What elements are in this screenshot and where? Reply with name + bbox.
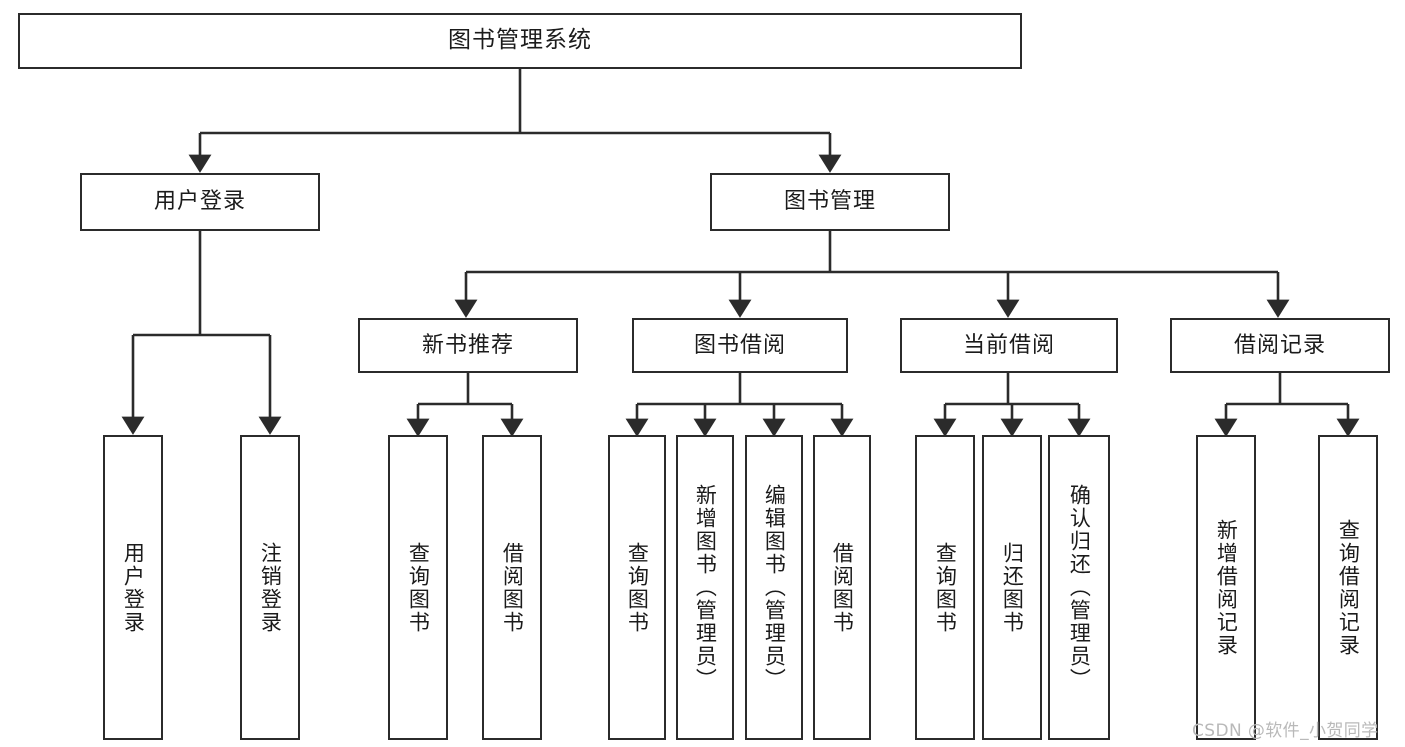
leaf-new-book-recommend-0[interactable]: 查询图书 <box>388 435 448 740</box>
node-borrow-record-label: 借阅记录 <box>1233 332 1326 358</box>
leaf-new-book-recommend-0-label: 查询图书 <box>406 541 431 634</box>
leaf-borrow-record-0-label: 新增借阅记录 <box>1214 518 1239 657</box>
leaf-book-borrow-0[interactable]: 查询图书 <box>608 435 666 740</box>
leaf-book-borrow-2-label: 编辑图书（管理员） <box>762 484 787 691</box>
leaf-current-borrow-0[interactable]: 查询图书 <box>915 435 975 740</box>
node-book-management-label: 图书管理 <box>783 189 876 215</box>
node-borrow-record[interactable]: 借阅记录 <box>1170 318 1390 373</box>
leaf-user-login-0[interactable]: 用户登录 <box>103 435 163 740</box>
leaf-borrow-record-0[interactable]: 新增借阅记录 <box>1196 435 1256 740</box>
leaf-user-login-1-label: 注销登录 <box>258 541 283 634</box>
node-user-login-label: 用户登录 <box>153 189 246 215</box>
csdn-watermark: CSDN @软件_小贺同学 <box>1192 721 1379 741</box>
node-book-management[interactable]: 图书管理 <box>710 173 950 231</box>
leaf-book-borrow-3[interactable]: 借阅图书 <box>813 435 871 740</box>
leaf-borrow-record-1-label: 查询借阅记录 <box>1336 518 1361 657</box>
leaf-borrow-record-1[interactable]: 查询借阅记录 <box>1318 435 1378 740</box>
node-current-borrow[interactable]: 当前借阅 <box>900 318 1118 373</box>
leaf-book-borrow-2[interactable]: 编辑图书（管理员） <box>745 435 803 740</box>
leaf-new-book-recommend-1-label: 借阅图书 <box>500 541 525 634</box>
node-root-label: 图书管理系统 <box>448 27 592 54</box>
node-book-borrow-label: 图书借阅 <box>693 332 786 358</box>
leaf-book-borrow-3-label: 借阅图书 <box>830 541 855 634</box>
leaf-current-borrow-2-label: 确认归还（管理员） <box>1067 484 1092 691</box>
node-new-book-recommend[interactable]: 新书推荐 <box>358 318 578 373</box>
leaf-book-borrow-0-label: 查询图书 <box>625 541 650 634</box>
leaf-current-borrow-0-label: 查询图书 <box>933 541 958 634</box>
node-root[interactable]: 图书管理系统 <box>18 13 1022 69</box>
node-book-borrow[interactable]: 图书借阅 <box>632 318 848 373</box>
leaf-new-book-recommend-1[interactable]: 借阅图书 <box>482 435 542 740</box>
leaf-user-login-0-label: 用户登录 <box>121 541 146 634</box>
leaf-current-borrow-1[interactable]: 归还图书 <box>982 435 1042 740</box>
leaf-user-login-1[interactable]: 注销登录 <box>240 435 300 740</box>
leaf-current-borrow-2[interactable]: 确认归还（管理员） <box>1048 435 1110 740</box>
leaf-book-borrow-1[interactable]: 新增图书（管理员） <box>676 435 734 740</box>
leaf-current-borrow-1-label: 归还图书 <box>1000 541 1025 634</box>
node-new-book-recommend-label: 新书推荐 <box>421 332 514 358</box>
node-user-login[interactable]: 用户登录 <box>80 173 320 231</box>
node-current-borrow-label: 当前借阅 <box>962 332 1055 358</box>
leaf-book-borrow-1-label: 新增图书（管理员） <box>693 484 718 691</box>
